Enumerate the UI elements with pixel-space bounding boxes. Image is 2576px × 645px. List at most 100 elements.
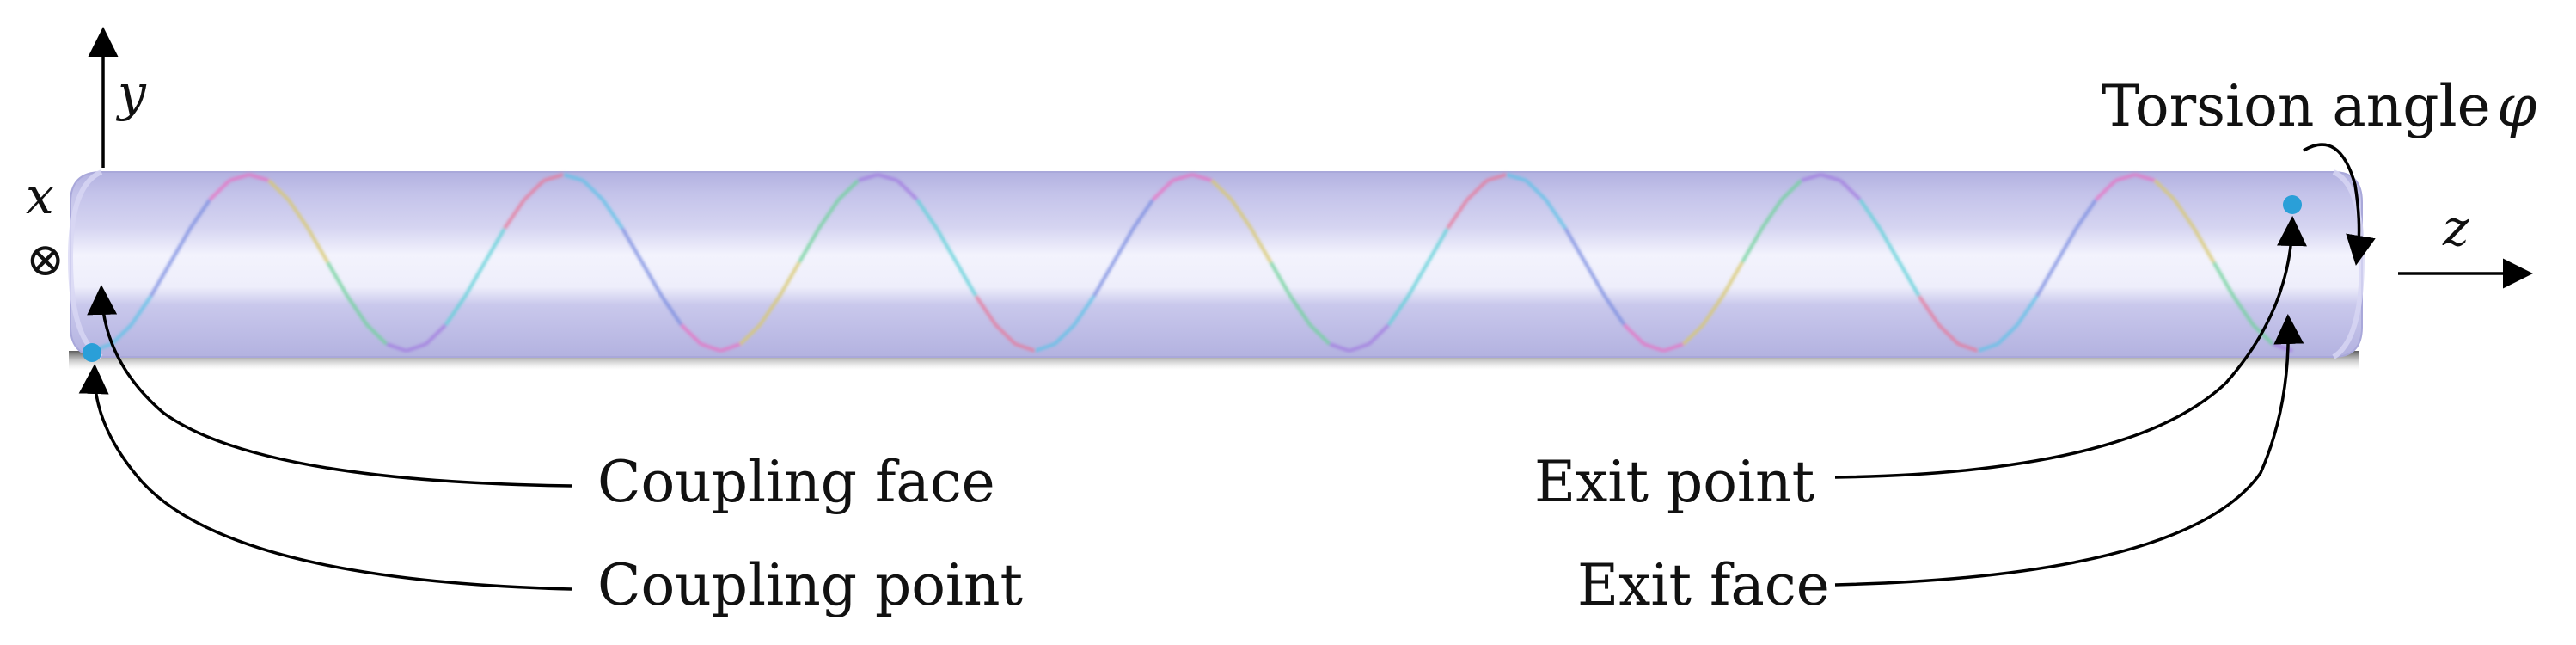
- helix-segment: [1957, 342, 1979, 353]
- coupling-point-marker: [83, 343, 101, 362]
- helix-segment: [1288, 295, 1312, 326]
- helix-segment: [1839, 179, 1862, 201]
- helix-segment: [149, 261, 173, 298]
- helix-segment: [857, 173, 878, 182]
- helix-segment: [738, 323, 762, 346]
- helix-segment: [1603, 295, 1626, 326]
- helix-segment: [110, 323, 133, 346]
- helix-segment: [896, 179, 919, 201]
- optical-fiber: [67, 169, 2365, 370]
- helix-segment: [1918, 295, 1941, 326]
- helix-segment: [877, 173, 898, 182]
- helix-segment: [640, 261, 664, 298]
- helix-segment: [2251, 323, 2274, 346]
- helix-segment: [1368, 323, 1390, 346]
- helix-segment: [306, 227, 330, 264]
- helix-segment: [1426, 227, 1449, 264]
- helix-segment: [1386, 295, 1410, 326]
- helix-segment: [1034, 342, 1055, 353]
- helical-core: [91, 173, 2293, 353]
- helix-segment: [935, 227, 958, 264]
- helix-segment: [1073, 295, 1096, 326]
- helix-segment: [798, 227, 821, 264]
- z-axis-label: z: [2442, 199, 2469, 257]
- helix-segment: [1898, 261, 1921, 298]
- helix-segment: [2212, 261, 2236, 298]
- helix-segment: [1131, 199, 1154, 230]
- helix-segment: [1701, 295, 1724, 326]
- helix-segment: [1506, 173, 1527, 182]
- coupling-face-label: Coupling face: [597, 449, 995, 515]
- fiber-end-face-left: [67, 169, 103, 359]
- exit-point-leader: [1834, 216, 2307, 479]
- helix-segment: [130, 295, 153, 326]
- helix-segment: [386, 342, 407, 353]
- helix-segment: [1583, 261, 1606, 298]
- helix-segment: [523, 179, 546, 201]
- helix-segment: [1230, 199, 1253, 230]
- helix-segment: [1172, 173, 1193, 182]
- helix-segment: [778, 261, 801, 298]
- helix-segment: [229, 173, 250, 182]
- torsion-rotation-arrow: [2303, 143, 2376, 266]
- helix-segment: [1446, 199, 1469, 230]
- x-axis-into-page-icon: ⊗: [26, 232, 64, 286]
- helix-segment: [1937, 323, 1960, 346]
- helix-segment: [719, 342, 741, 353]
- helix-segment: [483, 227, 506, 264]
- helix-segment: [1858, 199, 1882, 230]
- helix-segment: [2173, 199, 2196, 230]
- coupling-point-leader: [78, 364, 572, 591]
- helix-segment: [1349, 342, 1370, 353]
- helix-segment: [286, 199, 310, 230]
- helix-segment: [188, 199, 211, 230]
- helix-segment: [1053, 323, 1076, 346]
- helix-segment: [267, 179, 290, 201]
- helix-segment: [1525, 179, 1547, 201]
- helix-segment: [463, 261, 486, 298]
- helix-segment: [1563, 227, 1587, 264]
- helix-segment: [582, 179, 604, 201]
- helix-segment: [1800, 173, 1822, 182]
- helix-segment: [365, 323, 389, 346]
- exit-face-label: Exit face: [1577, 552, 1830, 618]
- helix-segment: [2035, 261, 2059, 298]
- helix-segment: [817, 199, 841, 230]
- helix-segment: [2054, 227, 2078, 264]
- helix-segment: [1486, 173, 1508, 182]
- helix-segment: [1210, 179, 1233, 201]
- helix-segment: [208, 179, 231, 201]
- helix-segment: [1977, 342, 1998, 353]
- helix-segment: [601, 199, 624, 230]
- helix-segment: [1111, 227, 1135, 264]
- fiber-cylinder: [70, 171, 2363, 358]
- helix-segment: [168, 227, 193, 264]
- helix-segment: [2153, 179, 2176, 201]
- helix-segment: [1741, 227, 1764, 264]
- helix-segment: [1249, 227, 1273, 264]
- helix-segment: [1014, 342, 1036, 353]
- helix-segment: [1820, 173, 1841, 182]
- helix-segment: [1662, 342, 1685, 353]
- helix-segment: [1760, 199, 1784, 230]
- coupling-point-label: Coupling point: [597, 552, 1023, 618]
- helix-segment: [680, 323, 702, 346]
- exit-point-label: Exit point: [1534, 449, 1814, 515]
- helix-segment: [503, 199, 526, 230]
- helix-segment: [1092, 261, 1116, 298]
- helix-segment: [2095, 179, 2117, 201]
- helix-segment: [660, 295, 683, 326]
- helix-segment: [758, 295, 781, 326]
- helix-segment: [954, 261, 978, 298]
- helix-segment: [974, 295, 998, 326]
- helix-segment: [406, 342, 427, 353]
- helix-segment: [1191, 173, 1213, 182]
- x-axis-label: x: [26, 167, 54, 225]
- helix-segment: [326, 261, 349, 298]
- helix-segment: [1623, 323, 1646, 346]
- helix-segment: [543, 173, 565, 182]
- helix-segment: [700, 342, 722, 353]
- helix-segment: [2192, 227, 2216, 264]
- helix-segment: [1996, 323, 2019, 346]
